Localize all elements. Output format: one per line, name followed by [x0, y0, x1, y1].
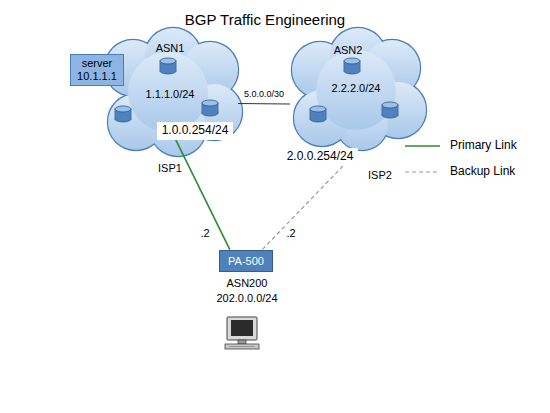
box-text: PA-500 — [228, 255, 264, 268]
annotation-label: 202.0.0.0/24 — [216, 292, 277, 305]
box-text: 2.0.0.254/24 — [287, 150, 354, 164]
annotation-label: .2 — [286, 227, 295, 240]
as-name: ASN2 — [334, 44, 363, 57]
as-cloud: server 10.1.1.11.0.0.254/24ASN11.1.1.0/2… — [98, 28, 238, 156]
annotation-label: ISP2 — [368, 169, 392, 182]
diagram-title: BGP Traffic Engineering — [185, 11, 345, 28]
as-name: ASN1 — [156, 42, 185, 55]
as-cloud: 2.0.0.254/24ASN22.2.2.0/24 — [290, 28, 420, 150]
link-subnet-label: 5.0.0.0/30 — [243, 89, 285, 99]
annotation-label: .2 — [200, 227, 209, 240]
server-box: server 10.1.1.1 — [70, 54, 124, 85]
interface-address-box: 2.0.0.254/24 — [282, 148, 359, 166]
legend-line-sample — [405, 171, 440, 172]
box-text: server 10.1.1.1 — [75, 57, 119, 82]
legend-line-sample — [405, 145, 440, 147]
router-icons — [115, 58, 218, 122]
legend-text: Backup Link — [450, 165, 515, 179]
interface-address-box: 1.0.0.254/24 — [157, 122, 234, 140]
backup-link — [262, 166, 343, 250]
primary-link — [176, 140, 230, 250]
annotation-label: ASN200 — [227, 277, 268, 290]
prefix-label: 2.2.2.0/24 — [332, 82, 381, 95]
peering-link — [238, 103, 290, 104]
router-icons — [310, 58, 398, 122]
prefix-label: 1.1.1.0/24 — [146, 88, 195, 101]
box-text: 1.0.0.254/24 — [162, 124, 229, 138]
annotation-label: ISP1 — [158, 162, 182, 175]
firewall-box: PA-500 — [219, 250, 273, 273]
legend-text: Primary Link — [450, 139, 517, 153]
